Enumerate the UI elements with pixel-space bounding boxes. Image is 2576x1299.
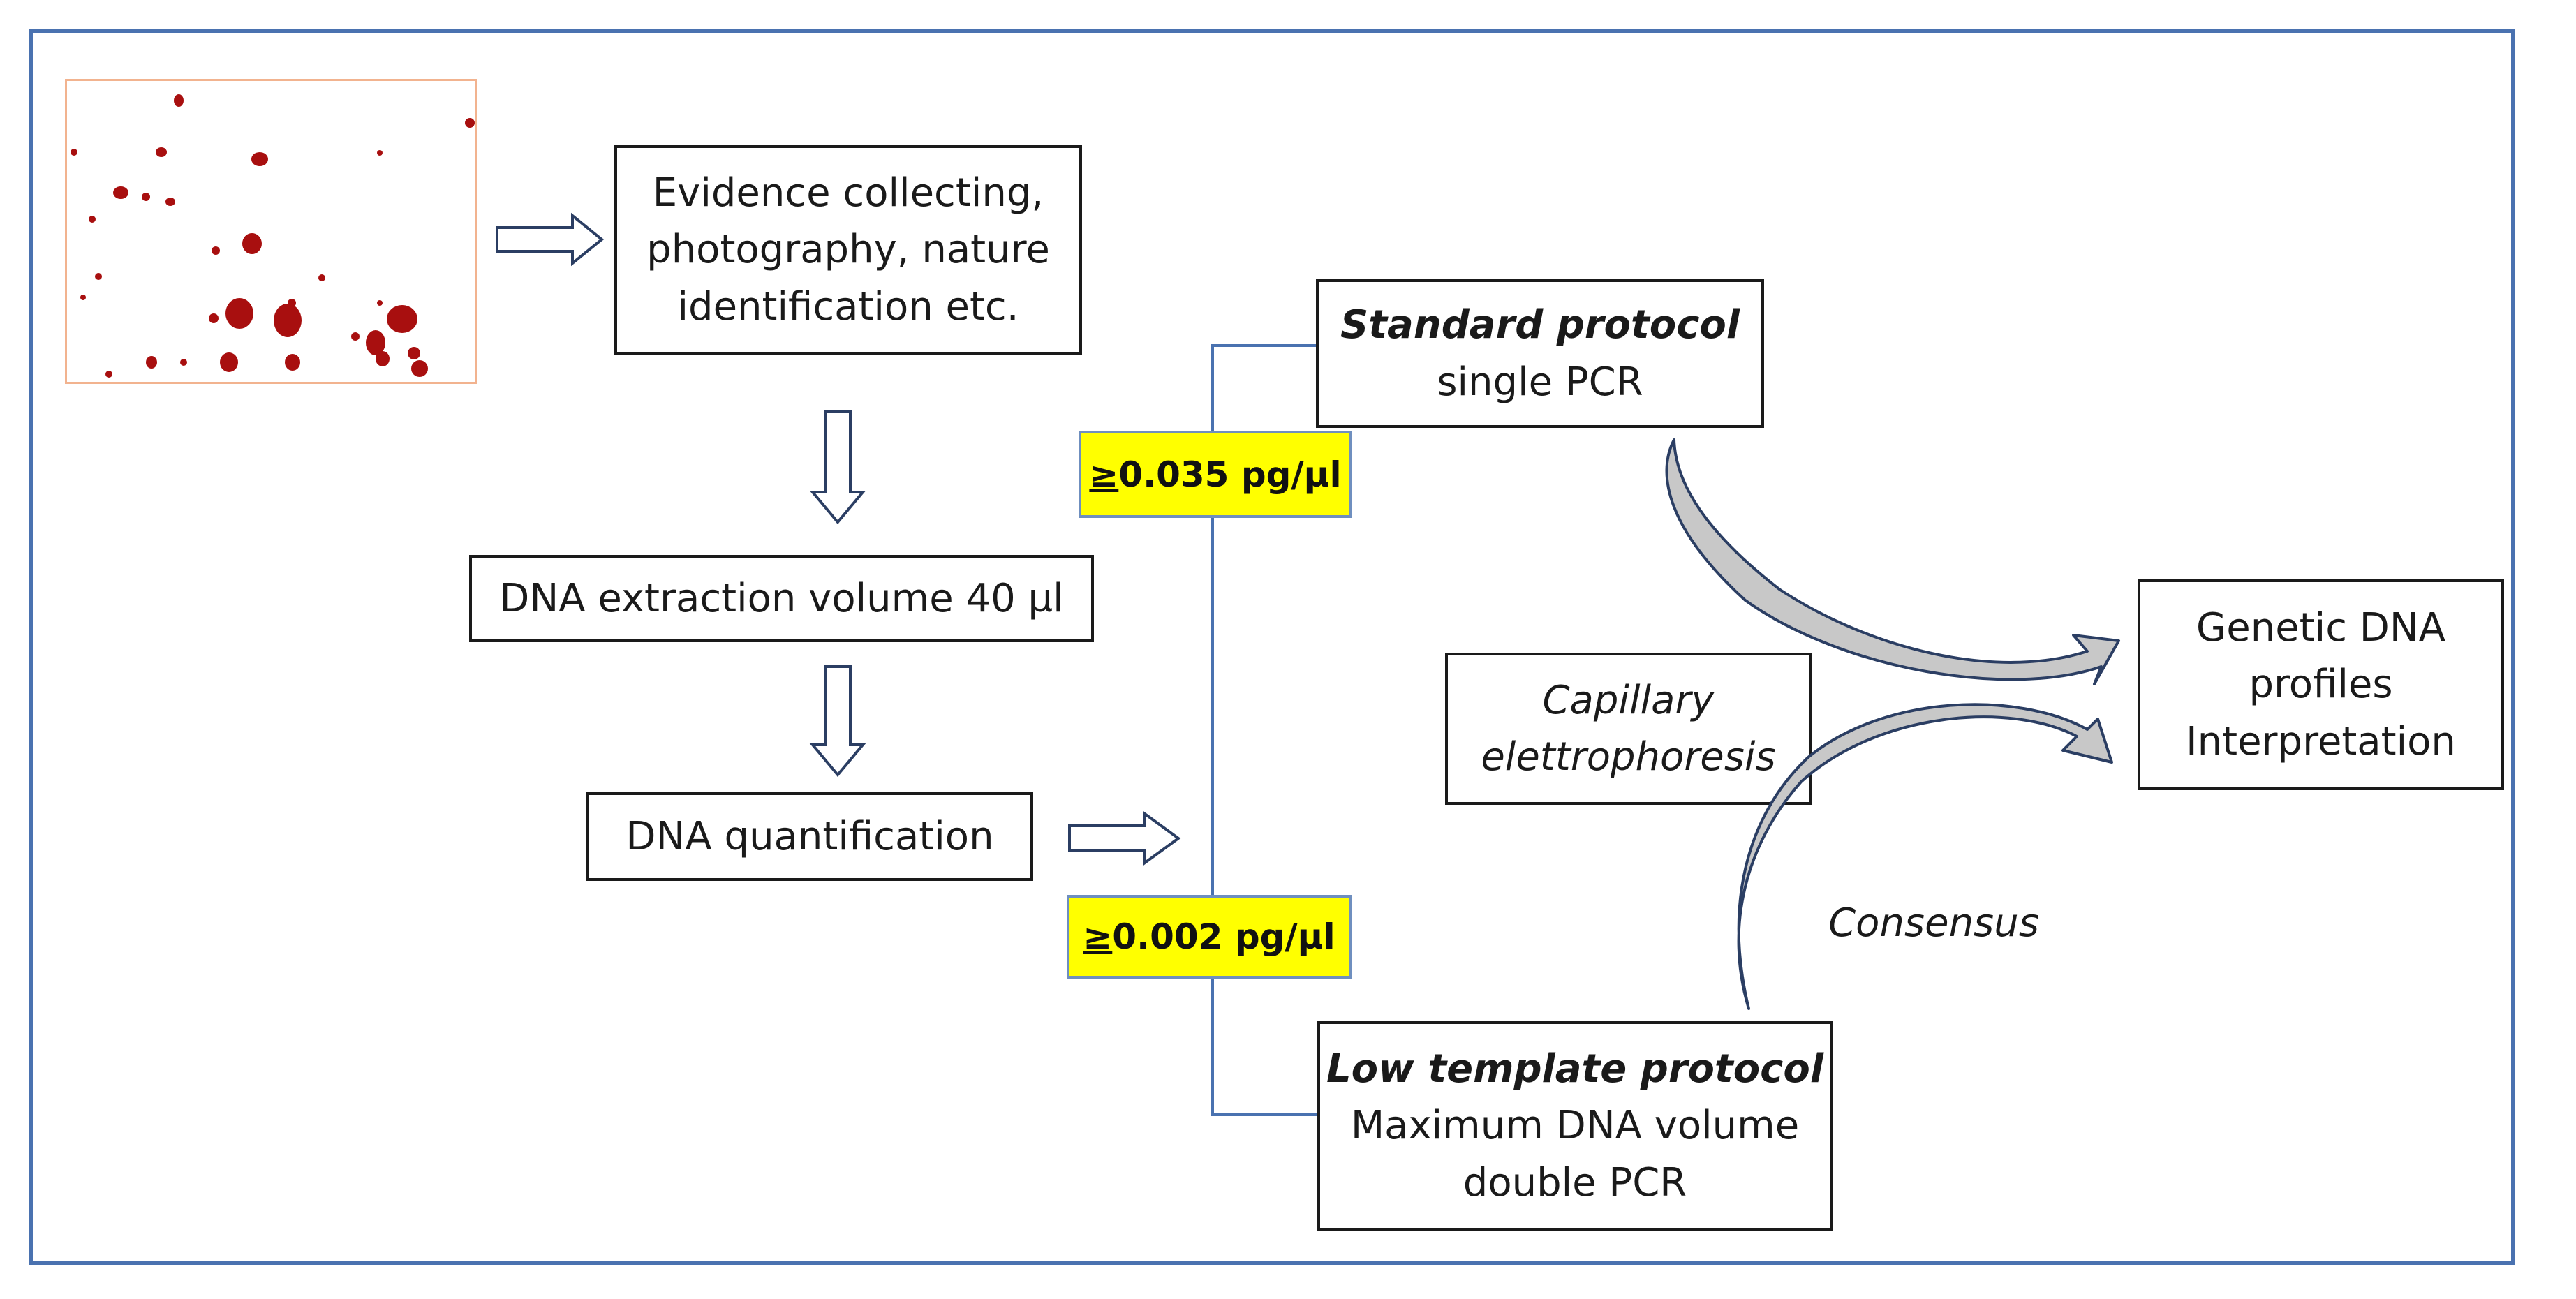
- blood-drop: [209, 313, 219, 323]
- blood-drop: [285, 354, 300, 371]
- low-template-protocol-box: Low template protocol Maximum DNA volume…: [1317, 1021, 1833, 1231]
- blood-drop: [174, 94, 184, 107]
- genetic-line-1: Genetic DNA: [2196, 605, 2446, 651]
- low-template-title: Low template protocol: [1326, 1046, 1824, 1092]
- dna-quantification-box: DNA quantification: [586, 792, 1033, 881]
- blood-drop: [318, 274, 325, 281]
- dna-extraction-box: DNA extraction volume 40 µl: [469, 555, 1094, 642]
- blood-drop: [89, 216, 96, 223]
- low-template-line-2: double PCR: [1463, 1159, 1687, 1205]
- threshold-high-label: ≥0.035 pg/µl: [1079, 431, 1352, 518]
- evidence-line-1: Evidence collecting,: [652, 170, 1044, 216]
- blood-drop: [274, 304, 302, 337]
- standard-protocol-title: Standard protocol: [1340, 302, 1740, 348]
- low-template-line-1: Maximum DNA volume: [1350, 1103, 1800, 1149]
- blood-drop: [377, 300, 383, 306]
- threshold-high-value: 0.035 pg/µl: [1118, 454, 1342, 495]
- standard-protocol-box: Standard protocol single PCR: [1316, 279, 1764, 428]
- genetic-line-2: profiles: [2249, 662, 2393, 708]
- evidence-collecting-box: Evidence collecting, photography, nature…: [614, 145, 1082, 355]
- genetic-line-3: Interpretation: [2186, 718, 2456, 764]
- arrow-right-photo-icon: [496, 212, 605, 267]
- blood-drop: [71, 149, 77, 156]
- arrow-down-extraction-icon: [809, 410, 866, 525]
- blood-drop: [220, 352, 238, 372]
- blood-spatter-image: [65, 79, 477, 384]
- genetic-profiles-box: Genetic DNA profiles Interpretation: [2138, 579, 2504, 790]
- blood-spatter-drawing: [71, 94, 475, 378]
- blood-drop: [351, 332, 360, 341]
- blood-drop: [242, 233, 262, 254]
- blood-drop: [165, 198, 175, 206]
- blood-drop: [180, 359, 187, 366]
- blood-drop: [408, 347, 420, 359]
- threshold-high-symbol: ≥: [1089, 454, 1119, 495]
- capillary-line-2: elettrophoresis: [1481, 734, 1776, 780]
- blood-drop: [156, 147, 167, 157]
- evidence-line-3: identification etc.: [677, 283, 1019, 329]
- threshold-low-value: 0.002 pg/µl: [1112, 916, 1335, 957]
- consensus-label: Consensus: [1828, 900, 2039, 946]
- capillary-electrophoresis-box: Capillary elettrophoresis: [1445, 653, 1812, 805]
- blood-drop: [80, 295, 86, 300]
- curved-arrow-low-template-icon: [1737, 703, 2113, 1010]
- blood-drop: [366, 330, 385, 355]
- blood-drop: [465, 118, 475, 128]
- quantification-text: DNA quantification: [626, 813, 994, 859]
- threshold-low-symbol: ≥: [1083, 916, 1113, 957]
- threshold-low-label: ≥0.002 pg/µl: [1067, 895, 1352, 979]
- blood-drop: [387, 305, 417, 333]
- arrow-right-quantification-icon: [1068, 811, 1181, 866]
- blood-drop: [105, 371, 112, 378]
- blood-drop: [142, 193, 150, 201]
- standard-protocol-subtitle: single PCR: [1437, 359, 1643, 405]
- blood-drop: [377, 150, 383, 156]
- blood-drop: [113, 186, 128, 199]
- evidence-line-2: photography, nature: [646, 227, 1050, 273]
- curved-arrow-standard-icon: [1665, 438, 2120, 685]
- blood-drop: [411, 360, 428, 377]
- blood-drop: [376, 351, 390, 366]
- blood-drop: [212, 246, 220, 255]
- bracket-connector: [1211, 344, 1317, 1116]
- blood-drop: [146, 356, 157, 369]
- blood-drop: [225, 298, 253, 329]
- blood-drop: [251, 152, 268, 166]
- capillary-line-1: Capillary: [1542, 677, 1715, 723]
- extraction-text: DNA extraction volume 40 µl: [499, 575, 1064, 621]
- arrow-down-quantification-icon: [809, 665, 866, 778]
- blood-drop: [95, 273, 102, 280]
